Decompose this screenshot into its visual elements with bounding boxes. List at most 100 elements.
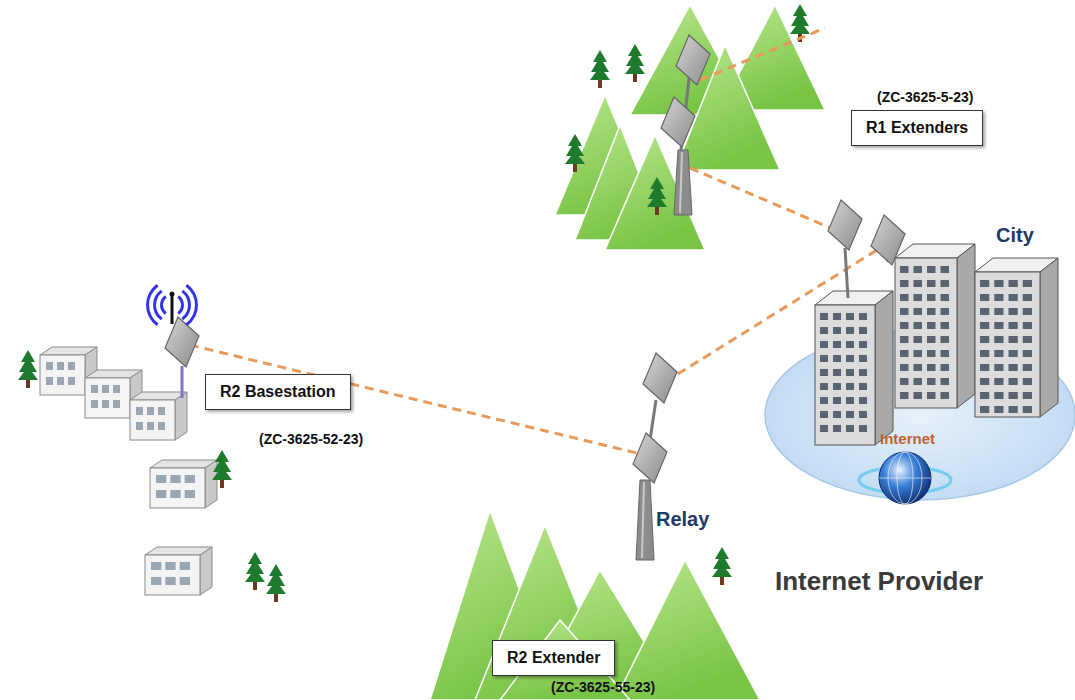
building-window bbox=[900, 308, 909, 315]
building-window bbox=[941, 350, 950, 357]
house-window bbox=[102, 385, 109, 393]
building-window bbox=[941, 294, 950, 301]
building-window bbox=[820, 355, 828, 362]
building-window bbox=[1023, 350, 1032, 357]
building-window bbox=[900, 364, 909, 371]
wireless-link bbox=[665, 245, 885, 382]
building-window bbox=[833, 341, 841, 348]
antenna-pole bbox=[845, 248, 848, 298]
building-window bbox=[900, 336, 909, 343]
caption-label: Internet Provider bbox=[775, 566, 983, 597]
building-window bbox=[914, 392, 923, 399]
building-window bbox=[994, 364, 1003, 371]
building-window bbox=[1009, 378, 1018, 385]
house-side bbox=[175, 392, 187, 440]
tree-crown bbox=[647, 177, 667, 207]
house-window bbox=[57, 362, 64, 370]
building-window bbox=[1009, 392, 1018, 399]
house-window bbox=[185, 475, 195, 483]
device-name: R2 Basestation bbox=[220, 382, 336, 402]
building-window bbox=[914, 378, 923, 385]
building-window bbox=[941, 378, 950, 385]
area-label: City bbox=[996, 224, 1034, 247]
house-window bbox=[102, 400, 109, 408]
house-window bbox=[113, 400, 120, 408]
antenna-pole bbox=[181, 366, 184, 398]
building-window bbox=[941, 336, 950, 343]
building-window bbox=[859, 355, 867, 362]
building-window bbox=[994, 350, 1003, 357]
wireless-link bbox=[700, 28, 825, 80]
relay-mountains bbox=[430, 400, 760, 700]
house-window bbox=[147, 407, 154, 415]
building-window bbox=[900, 350, 909, 357]
building-window bbox=[980, 378, 989, 385]
tower-highlight bbox=[642, 482, 644, 558]
top-mountains bbox=[555, 4, 825, 250]
antenna-tower bbox=[674, 150, 692, 215]
house-front bbox=[85, 378, 130, 418]
wireless-link bbox=[690, 168, 840, 232]
building-window bbox=[994, 378, 1003, 385]
tree-crown bbox=[18, 350, 38, 380]
building-window bbox=[914, 322, 923, 329]
building-window bbox=[833, 369, 841, 376]
tree-crown bbox=[790, 4, 810, 34]
building-window bbox=[1023, 322, 1032, 329]
signal-wave bbox=[186, 284, 198, 326]
building-window bbox=[980, 308, 989, 315]
building-window bbox=[980, 364, 989, 371]
building-window bbox=[914, 266, 923, 273]
building-window bbox=[914, 280, 923, 287]
internet-cloud: Internet bbox=[765, 330, 1075, 500]
building-window bbox=[1023, 406, 1032, 413]
tower-highlight bbox=[680, 152, 682, 213]
building-window bbox=[846, 369, 854, 376]
building-window bbox=[846, 355, 854, 362]
tree-crown bbox=[565, 134, 585, 164]
house-side bbox=[205, 460, 217, 508]
tree-crown bbox=[625, 44, 645, 74]
wireless-link bbox=[190, 345, 645, 455]
building-window bbox=[1023, 392, 1032, 399]
building-window bbox=[820, 411, 828, 418]
building-window bbox=[927, 280, 936, 287]
building-side bbox=[1040, 258, 1058, 417]
building-window bbox=[994, 406, 1003, 413]
tree-crown bbox=[266, 564, 286, 594]
globe bbox=[879, 452, 931, 504]
building-window bbox=[1023, 378, 1032, 385]
building-window bbox=[833, 383, 841, 390]
building-window bbox=[914, 336, 923, 343]
house-window bbox=[165, 577, 175, 585]
building-window bbox=[941, 392, 950, 399]
house-window bbox=[170, 490, 180, 498]
building-window bbox=[859, 425, 867, 432]
building-window bbox=[900, 392, 909, 399]
house-window bbox=[136, 407, 143, 415]
building-window bbox=[927, 294, 936, 301]
model-number: (ZC-3625-55-23) bbox=[551, 679, 655, 696]
model-number: (ZC-3625-52-23) bbox=[259, 431, 363, 448]
device-name: R2 Extender bbox=[507, 648, 600, 668]
building-window bbox=[994, 294, 1003, 301]
device-label-box: R2 Extender(ZC-3625-55-23) bbox=[492, 640, 615, 676]
building-window bbox=[1009, 336, 1018, 343]
antenna-panel bbox=[871, 215, 905, 265]
cloud-text: Internet bbox=[880, 430, 935, 447]
antenna-panel bbox=[676, 35, 710, 85]
building-window bbox=[980, 392, 989, 399]
house-side bbox=[200, 547, 212, 595]
building-window bbox=[994, 336, 1003, 343]
building-window bbox=[820, 341, 828, 348]
building-window bbox=[900, 378, 909, 385]
house-window bbox=[156, 475, 166, 483]
house-window bbox=[46, 362, 53, 370]
house-window bbox=[68, 377, 75, 385]
building-window bbox=[1009, 406, 1018, 413]
building-window bbox=[927, 266, 936, 273]
building-window bbox=[820, 313, 828, 320]
building-window bbox=[859, 327, 867, 334]
building-window bbox=[833, 313, 841, 320]
